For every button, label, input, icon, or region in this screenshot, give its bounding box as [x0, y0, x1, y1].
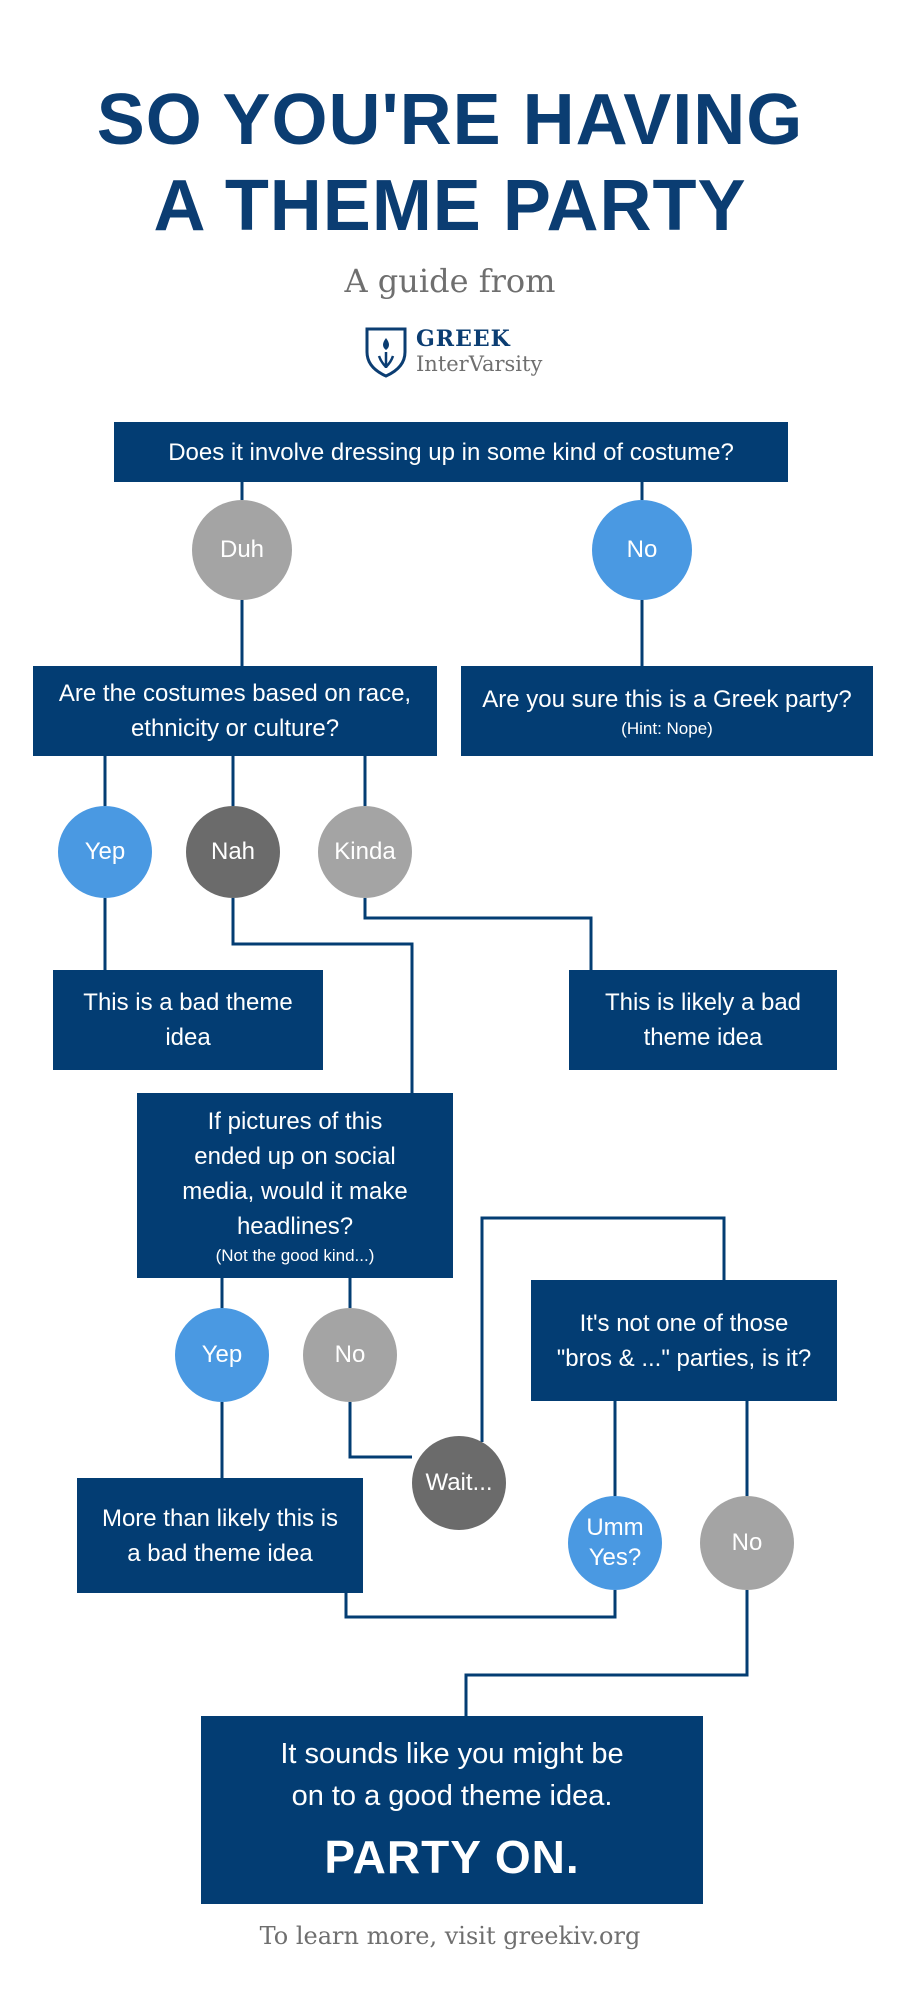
- question-greek-party: Are you sure this is a Greek party? (Hin…: [461, 666, 873, 756]
- result-more-than-likely-bad: More than likely this is a bad theme ide…: [77, 1478, 363, 1593]
- result-bad-line1: This is a bad theme: [83, 989, 293, 1016]
- result-more-line2: a bad theme idea: [127, 1539, 313, 1567]
- question-costume: Does it involve dressing up in some kind…: [114, 422, 788, 482]
- line-nah-social: [231, 898, 414, 1093]
- answer-umm-line1: Umm: [586, 1514, 644, 1541]
- answer-umm-line2: Yes?: [588, 1544, 642, 1571]
- answer-yep-social-label: Yep: [201, 1341, 243, 1368]
- page-title-line1: SO YOU'RE HAVING: [96, 80, 804, 160]
- question-social-hint: (Not the good kind...): [215, 1245, 375, 1265]
- question-social-line2: ended up on social: [194, 1142, 396, 1170]
- result-more-line1: More than likely this is: [101, 1504, 339, 1532]
- answer-no-social: No: [303, 1308, 397, 1402]
- answer-umm-yes: Umm Yes?: [568, 1496, 662, 1590]
- question-bros-line1: It's not one of those: [579, 1309, 789, 1337]
- answer-yep-social: Yep: [175, 1308, 269, 1402]
- result-bad-theme: This is a bad theme idea: [53, 970, 323, 1070]
- line-no-wait: [348, 1402, 412, 1459]
- question-social-media: If pictures of this ended up on social m…: [137, 1093, 453, 1278]
- result-bad-line2: idea: [165, 1024, 211, 1051]
- footer-learn-more: To learn more, visit greekiv.org: [259, 1922, 641, 1950]
- question-social-line4: headlines?: [236, 1212, 354, 1240]
- answer-yep-race-label: Yep: [84, 838, 126, 865]
- logo-brand-line1: GREEK: [416, 326, 511, 352]
- final-line1: It sounds like you might be: [280, 1738, 624, 1770]
- question-race-line1: Are the costumes based on race,: [58, 680, 412, 707]
- logo-brand-line2: InterVarsity: [416, 352, 543, 376]
- line-no-final: [464, 1590, 749, 1716]
- answer-duh: Duh: [192, 500, 292, 600]
- answer-nah: Nah: [186, 806, 280, 898]
- shield-logo-icon: [365, 327, 407, 378]
- question-race-line2: ethnicity or culture?: [130, 715, 340, 742]
- answer-wait-label: Wait...: [425, 1469, 493, 1496]
- question-social-line3: media, would it make: [182, 1177, 408, 1205]
- final-party-on: PARTY ON.: [324, 1831, 580, 1883]
- line-umm-more: [344, 1590, 617, 1619]
- answer-wait: Wait...: [412, 1436, 506, 1530]
- question-bros-line2: "bros & ..." parties, is it?: [556, 1344, 812, 1372]
- answer-kinda: Kinda: [318, 806, 412, 898]
- page-title-line2: A THEME PARTY: [153, 166, 747, 246]
- answer-no-costume-label: No: [626, 536, 658, 563]
- greek-intervarsity-logo: GREEK InterVarsity: [364, 322, 544, 382]
- answer-nah-label: Nah: [210, 838, 256, 865]
- result-likely-line2: theme idea: [643, 1024, 763, 1051]
- question-bros-parties: It's not one of those "bros & ..." parti…: [531, 1280, 837, 1401]
- answer-no-social-label: No: [334, 1341, 366, 1368]
- answer-no-bros: No: [700, 1496, 794, 1590]
- answer-no-bros-label: No: [731, 1529, 763, 1556]
- answer-no-costume: No: [592, 500, 692, 600]
- question-race-ethnicity-culture: Are the costumes based on race, ethnicit…: [33, 666, 437, 756]
- line-kinda-likely: [363, 898, 593, 970]
- answer-kinda-label: Kinda: [334, 838, 396, 865]
- question-greek-text: Are you sure this is a Greek party?: [482, 685, 852, 713]
- final-line2: on to a good theme idea.: [291, 1780, 613, 1812]
- answer-duh-label: Duh: [219, 536, 265, 563]
- result-likely-bad-theme: This is likely a bad theme idea: [569, 970, 837, 1070]
- question-greek-hint: (Hint: Nope): [621, 718, 713, 738]
- answer-yep-race: Yep: [58, 806, 152, 898]
- result-party-on: It sounds like you might be on to a good…: [201, 1716, 703, 1904]
- question-social-line1: If pictures of this: [207, 1107, 383, 1135]
- result-likely-line1: This is likely a bad: [604, 989, 802, 1016]
- subtitle: A guide from: [344, 262, 556, 300]
- question-costume-text: Does it involve dressing up in some kind…: [168, 438, 734, 466]
- line-wait-bros: [480, 1216, 726, 1442]
